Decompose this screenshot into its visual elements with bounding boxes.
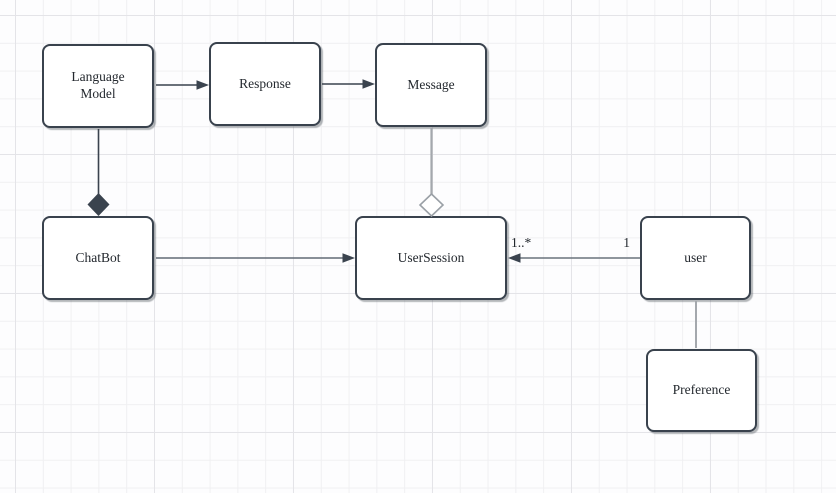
- arrowhead-icon: [508, 253, 521, 263]
- node-language-model[interactable]: Language Model: [42, 44, 154, 128]
- node-chatbot[interactable]: ChatBot: [42, 216, 154, 300]
- node-label: UserSession: [397, 249, 465, 265]
- multiplicity-label-source[interactable]: 1: [623, 235, 630, 250]
- node-preference[interactable]: Preference: [646, 349, 757, 432]
- node-user[interactable]: user: [640, 216, 751, 300]
- multiplicity-label-target[interactable]: 1..*: [511, 235, 532, 250]
- node-label: ChatBot: [75, 249, 121, 265]
- node-label: Language Model: [71, 69, 125, 101]
- composition-diamond-icon: [87, 193, 110, 216]
- node-label: Response: [239, 75, 291, 91]
- arrowhead-icon: [342, 253, 355, 263]
- node-label: user: [684, 249, 707, 265]
- node-label: Preference: [672, 382, 731, 398]
- aggregation-diamond-icon: [418, 192, 445, 218]
- node-user-session[interactable]: UserSession: [355, 216, 507, 300]
- arrowhead-icon: [196, 80, 209, 90]
- arrowhead-icon: [362, 79, 375, 89]
- node-response[interactable]: Response: [209, 42, 321, 126]
- node-label: Message: [407, 76, 455, 92]
- node-message[interactable]: Message: [375, 43, 487, 127]
